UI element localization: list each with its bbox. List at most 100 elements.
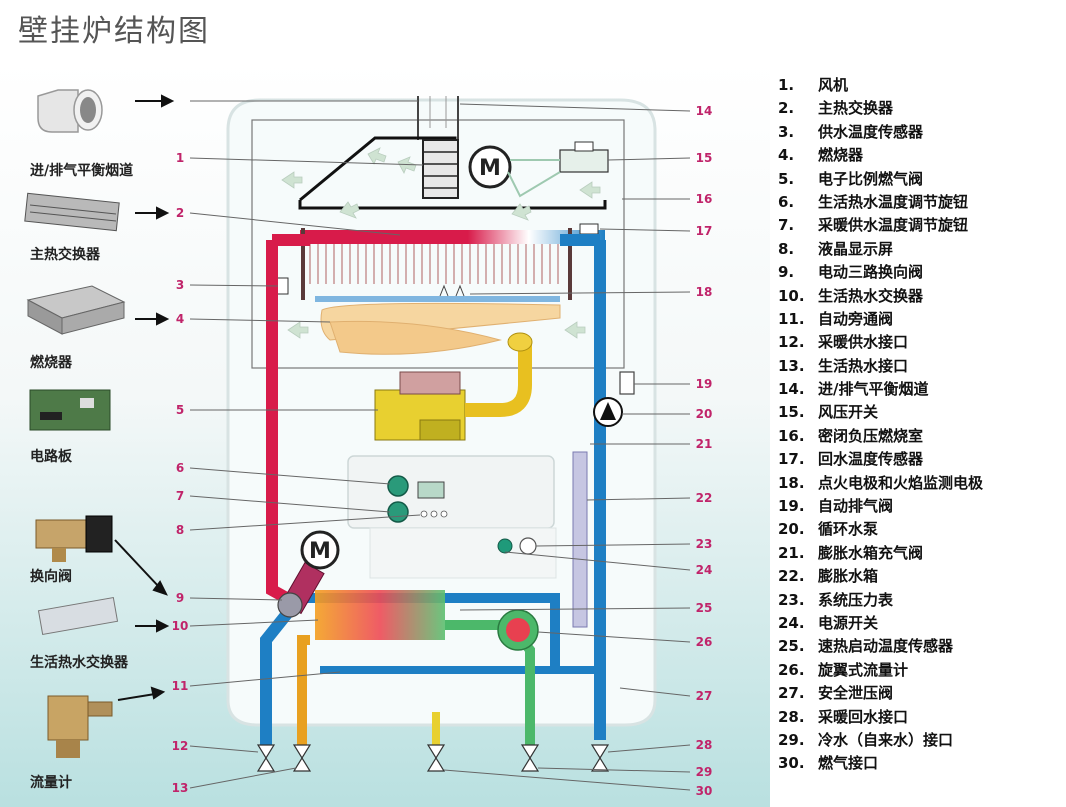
callout-lines	[189, 100, 691, 791]
legend-text: 点火电极和火焰监测电极	[818, 473, 984, 492]
circulation-pump	[593, 397, 623, 427]
legend-item: 2.主热交换器	[778, 97, 983, 120]
callout-18: 18	[696, 285, 713, 299]
legend-item: 15.风压开关	[778, 401, 983, 424]
legend-text: 生活热水交换器	[818, 286, 924, 305]
legend-num: 28.	[778, 707, 805, 726]
legend-item: 28.采暖回水接口	[778, 706, 983, 729]
power-switch	[497, 538, 513, 554]
legend-item: 20. 循环水泵	[778, 518, 983, 541]
burner	[315, 284, 561, 355]
legend-item: 11.自动旁通阀	[778, 308, 983, 331]
callout-3: 3	[176, 278, 184, 292]
callout-numbers-left: 1 2 3 4 5 6 7 8 9 10 11 12 13	[172, 151, 189, 795]
diverter-motor-symbol: M	[309, 539, 331, 564]
legend-item: 4. 燃烧器	[778, 144, 983, 167]
lcd-display	[417, 481, 445, 499]
legend-text: 电子比例燃气阀	[818, 169, 924, 188]
dhw-plate-exchanger	[315, 590, 445, 640]
legend-num: 26.	[778, 660, 805, 679]
legend-text: 膨胀水箱	[818, 567, 879, 586]
legend-num: 24.	[778, 613, 805, 632]
legend-item: 17.回水温度传感器	[778, 448, 983, 471]
callout-29: 29	[696, 765, 713, 779]
callout-13: 13	[172, 781, 189, 795]
legend-num: 21.	[778, 543, 805, 562]
combustion-chamber	[251, 119, 625, 369]
auto-air-vent	[619, 371, 635, 395]
legend-text: 冷水（自来水）接口	[818, 730, 954, 749]
legend-text: 回水温度传感器	[818, 450, 924, 469]
legend-item: 3.供水温度传感器	[778, 121, 983, 144]
legend-text: 供水温度传感器	[818, 122, 924, 141]
label-dhw-exchanger: 生活热水交换器	[30, 655, 128, 671]
diverter-valve: M	[277, 530, 340, 618]
thumbnail-pcb	[29, 389, 111, 431]
legend-num: 29.	[778, 730, 805, 749]
legend-item: 5.电子比例燃气阀	[778, 168, 983, 191]
label-burner: 燃烧器	[30, 355, 72, 371]
legend-item: 27. 安全泄压阀	[778, 682, 983, 705]
legend-item: 10.生活热水交换器	[778, 285, 983, 308]
dhw-pipe	[297, 635, 310, 745]
legend-item: 30.燃气接口	[778, 752, 983, 775]
legend-num: 27.	[778, 684, 805, 703]
legend-text: 生活热水接口	[818, 356, 909, 375]
legend-num: 20.	[778, 520, 805, 539]
callout-30: 30	[696, 784, 713, 798]
bottom-valves	[256, 744, 610, 772]
legend-item: 24. 电源开关	[778, 612, 983, 635]
callout-9: 9	[176, 591, 184, 605]
legend-list: 1.风机 2.主热交换器 3.供水温度传感器 4. 燃烧器 5.电子比例燃气阀 6…	[778, 74, 983, 776]
thumbnail-flue	[37, 89, 103, 133]
callout-8: 8	[176, 523, 184, 537]
callout-10: 10	[172, 619, 189, 633]
legend-text: 安全泄压阀	[818, 684, 894, 703]
fan-motor-symbol: M	[479, 156, 501, 181]
callout-23: 23	[696, 537, 713, 551]
label-pcb: 电路板	[30, 449, 72, 465]
heating-temp-knob	[387, 501, 409, 523]
callout-15: 15	[696, 151, 713, 165]
legend-text: 液晶显示屏	[818, 239, 894, 258]
callout-27: 27	[696, 689, 713, 703]
fan: M	[422, 139, 512, 199]
gas-valve	[374, 332, 533, 441]
legend-num: 30.	[778, 754, 805, 773]
legend-num: 11.	[778, 309, 805, 328]
control-panel	[347, 455, 557, 579]
callout-14: 14	[696, 104, 713, 118]
boiler-diagram: M	[0, 60, 770, 807]
callout-numbers-right: 14 15 16 17 18 19 20 21 22 23 24 25 26 2…	[696, 104, 713, 798]
legend-item: 1.风机	[778, 74, 983, 97]
legend-text: 燃烧器	[818, 146, 864, 165]
air-pressure-switch	[507, 141, 609, 198]
callout-6: 6	[176, 461, 184, 475]
legend-item: 18. 点火电极和火焰监测电极	[778, 472, 983, 495]
callout-22: 22	[696, 491, 713, 505]
legend-text: 循环水泵	[818, 520, 879, 539]
legend-num: 22.	[778, 567, 805, 586]
legend-text: 生活热水温度调节旋钮	[818, 192, 969, 211]
legend-text: 主热交换器	[818, 99, 894, 118]
thumbnail-burner	[26, 285, 126, 335]
legend-text: 电源开关	[818, 613, 879, 632]
hex-fins	[309, 244, 559, 284]
legend-num: 13.	[778, 356, 805, 375]
dhw-temp-knob	[387, 475, 409, 497]
fan-motor	[468, 145, 512, 189]
legend-item: 7.采暖供水温度调节旋钮	[778, 214, 983, 237]
legend-item: 6.生活热水温度调节旋钮	[778, 191, 983, 214]
legend-item: 14.进/排气平衡烟道	[778, 378, 983, 401]
legend-num: 15.	[778, 403, 805, 422]
thumbnail-diverter	[35, 515, 113, 562]
legend-item: 22. 膨胀水箱	[778, 565, 983, 588]
legend-num: 4.	[778, 146, 795, 165]
legend-text: 风机	[818, 76, 849, 94]
diverter-motor	[300, 530, 340, 570]
legend-text: 旋翼式流量计	[818, 660, 909, 679]
legend-item: 25.速热启动温度传感器	[778, 635, 983, 658]
legend-num: 18.	[778, 473, 805, 492]
heating-supply-pipe	[260, 606, 295, 745]
callout-1: 1	[176, 151, 184, 165]
